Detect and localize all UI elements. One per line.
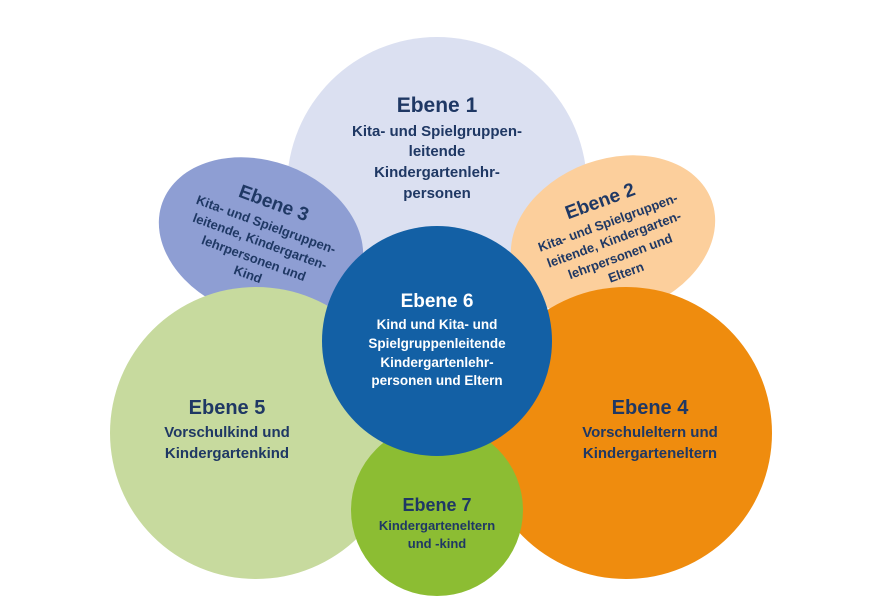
ebene-7-description-line: Kindergarteneltern	[378, 517, 496, 533]
ebene-1-description-line: personen	[403, 184, 471, 202]
ebene-6-label: Ebene 6 Kind und Kita- und Spielgruppenl…	[368, 291, 505, 392]
ebene-7-title: Ebene 7	[402, 494, 472, 515]
ebene-4-label: Ebene 4 Vorschuleltern und Kindergartene…	[582, 397, 718, 464]
ebene-1-description-line: Kindergartenlehr-	[374, 164, 500, 181]
ebene-6-circle: Ebene 6 Kind und Kita- und Spielgruppenl…	[322, 226, 552, 456]
ebene-7-description-line: und -kind	[407, 536, 467, 551]
ebene-5-description-line: Vorschulkind und	[164, 424, 290, 442]
ebene-1-title: Ebene 1	[396, 93, 478, 117]
ebene-5-description-line: Kindergartenkind	[164, 445, 290, 462]
ebene-1-label: Ebene 1 Kita- und Spielgruppen- leitende…	[352, 94, 522, 205]
ebene-4-description-line: Kindergarteneltern	[582, 445, 718, 462]
ebene-2-label: Ebene 2 Kita- und Spielgruppen- leitende…	[528, 167, 699, 306]
ebene-1-description-line: leitende	[408, 143, 466, 161]
ebene-1-description-line: Kita- und Spielgruppen-	[352, 122, 522, 140]
ebene-6-description-line: Spielgruppenleitende	[368, 335, 506, 351]
ebene-6-description-line: personen und Eltern	[371, 373, 503, 389]
ebene-4-description-line: Vorschuleltern und	[582, 424, 718, 442]
ebene-4-title: Ebene 4	[611, 397, 689, 420]
ebene-6-title: Ebene 6	[400, 290, 474, 312]
ebene-5-title: Ebene 5	[188, 397, 266, 420]
ebene-7-label: Ebene 7 Kindergarteneltern und -kind	[379, 495, 495, 553]
ebene-6-description-line: Kind und Kita- und	[376, 316, 498, 332]
ebene-5-label: Ebene 5 Vorschulkind und Kindergartenkin…	[164, 397, 290, 464]
ebene-6-description-line: Kindergartenlehr-	[380, 354, 494, 370]
